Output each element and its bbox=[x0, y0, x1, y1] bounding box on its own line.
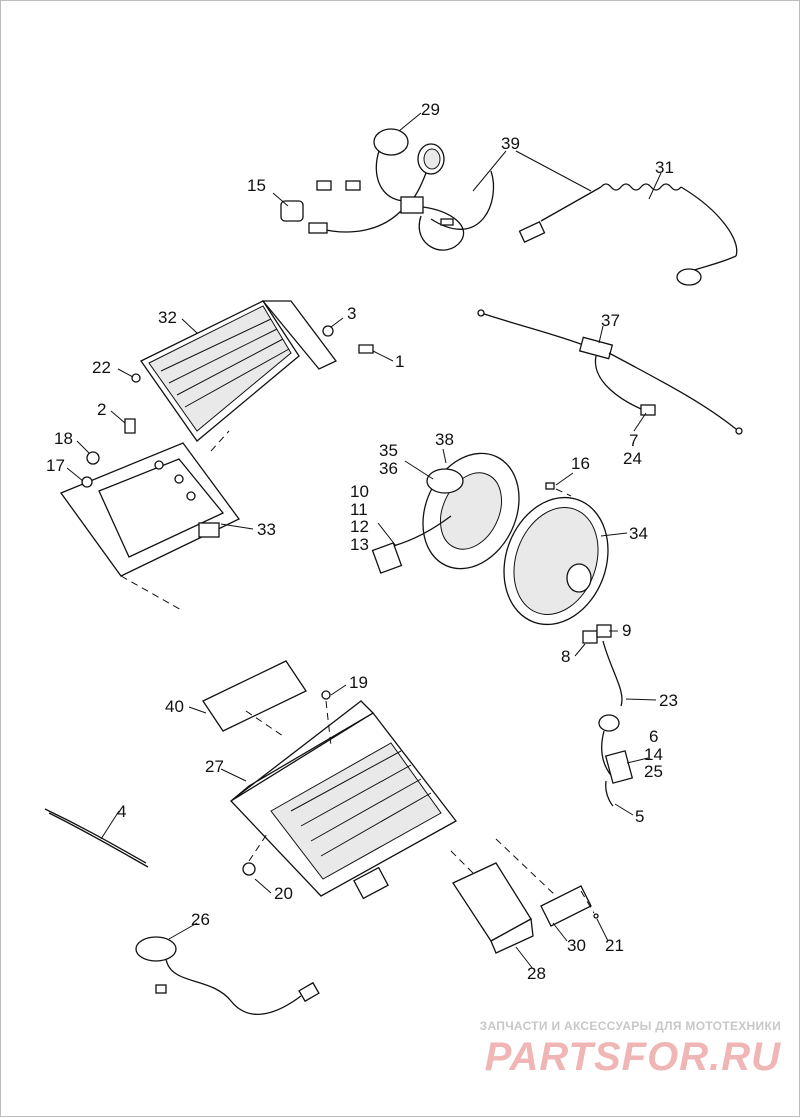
callout-2: 2 bbox=[97, 400, 106, 419]
callout-24: 24 bbox=[623, 449, 642, 468]
callout-33: 33 bbox=[257, 520, 276, 539]
callout-27: 27 bbox=[205, 757, 224, 776]
callout-25: 25 bbox=[644, 762, 663, 781]
radio-27 bbox=[229, 690, 457, 900]
callout-37: 37 bbox=[601, 311, 620, 330]
mounting-bracket-33 bbox=[59, 430, 240, 612]
callout-20: 20 bbox=[274, 884, 293, 903]
harness-37 bbox=[477, 309, 743, 435]
watermark: ЗАПЧАСТИ И АКСЕССУАРЫ ДЛЯ МОТОТЕХНИКИ PA… bbox=[471, 1019, 781, 1080]
callout-4: 4 bbox=[117, 802, 126, 821]
callout-18: 18 bbox=[54, 429, 73, 448]
antenna-26 bbox=[135, 936, 320, 1016]
callout-16: 16 bbox=[571, 454, 590, 473]
callout-10: 10 bbox=[350, 482, 369, 501]
headset-assembly bbox=[280, 128, 738, 286]
callout-31: 31 bbox=[655, 158, 674, 177]
callout-9: 9 bbox=[622, 621, 631, 640]
callout-14: 14 bbox=[644, 745, 663, 764]
callout-labels: 29 39 31 15 32 3 1 22 2 18 17 33 37 7 24… bbox=[46, 100, 678, 983]
callout-19: 19 bbox=[349, 673, 368, 692]
callout-35: 35 bbox=[379, 441, 398, 460]
callout-40: 40 bbox=[165, 697, 184, 716]
callout-11: 11 bbox=[350, 500, 368, 519]
callout-32: 32 bbox=[158, 308, 177, 327]
leader-lines bbox=[66, 112, 662, 970]
callout-3: 3 bbox=[347, 304, 356, 323]
module-28-bracket-30 bbox=[450, 838, 599, 954]
callout-15: 15 bbox=[247, 176, 266, 195]
callout-39: 39 bbox=[501, 134, 520, 153]
callout-6: 6 bbox=[649, 727, 658, 746]
label-40 bbox=[202, 660, 307, 732]
callout-22: 22 bbox=[92, 358, 111, 377]
callout-30: 30 bbox=[567, 936, 586, 955]
callout-13: 13 bbox=[350, 535, 369, 554]
callout-17: 17 bbox=[46, 456, 65, 475]
callout-1: 1 bbox=[395, 352, 404, 371]
callout-8: 8 bbox=[561, 647, 570, 666]
harness-23 bbox=[582, 624, 634, 807]
speaker-housing-38 bbox=[371, 452, 520, 574]
callout-26: 26 bbox=[191, 910, 210, 929]
watermark-brand: PARTSFOR.RU bbox=[484, 1035, 781, 1079]
amplifier-32 bbox=[124, 300, 374, 442]
callout-38: 38 bbox=[435, 430, 454, 449]
callout-7: 7 bbox=[629, 431, 638, 450]
callout-23: 23 bbox=[659, 691, 678, 710]
callout-36: 36 bbox=[379, 459, 398, 478]
callout-29: 29 bbox=[421, 100, 440, 119]
callout-28: 28 bbox=[527, 964, 546, 983]
callout-21: 21 bbox=[605, 936, 624, 955]
callout-12: 12 bbox=[350, 517, 369, 536]
cable-tie-4 bbox=[44, 808, 149, 868]
watermark-tagline: ЗАПЧАСТИ И АКСЕССУАРЫ ДЛЯ МОТОТЕХНИКИ bbox=[479, 1019, 781, 1033]
callout-5: 5 bbox=[635, 807, 644, 826]
callout-34: 34 bbox=[629, 524, 648, 543]
speaker-34 bbox=[503, 482, 609, 626]
